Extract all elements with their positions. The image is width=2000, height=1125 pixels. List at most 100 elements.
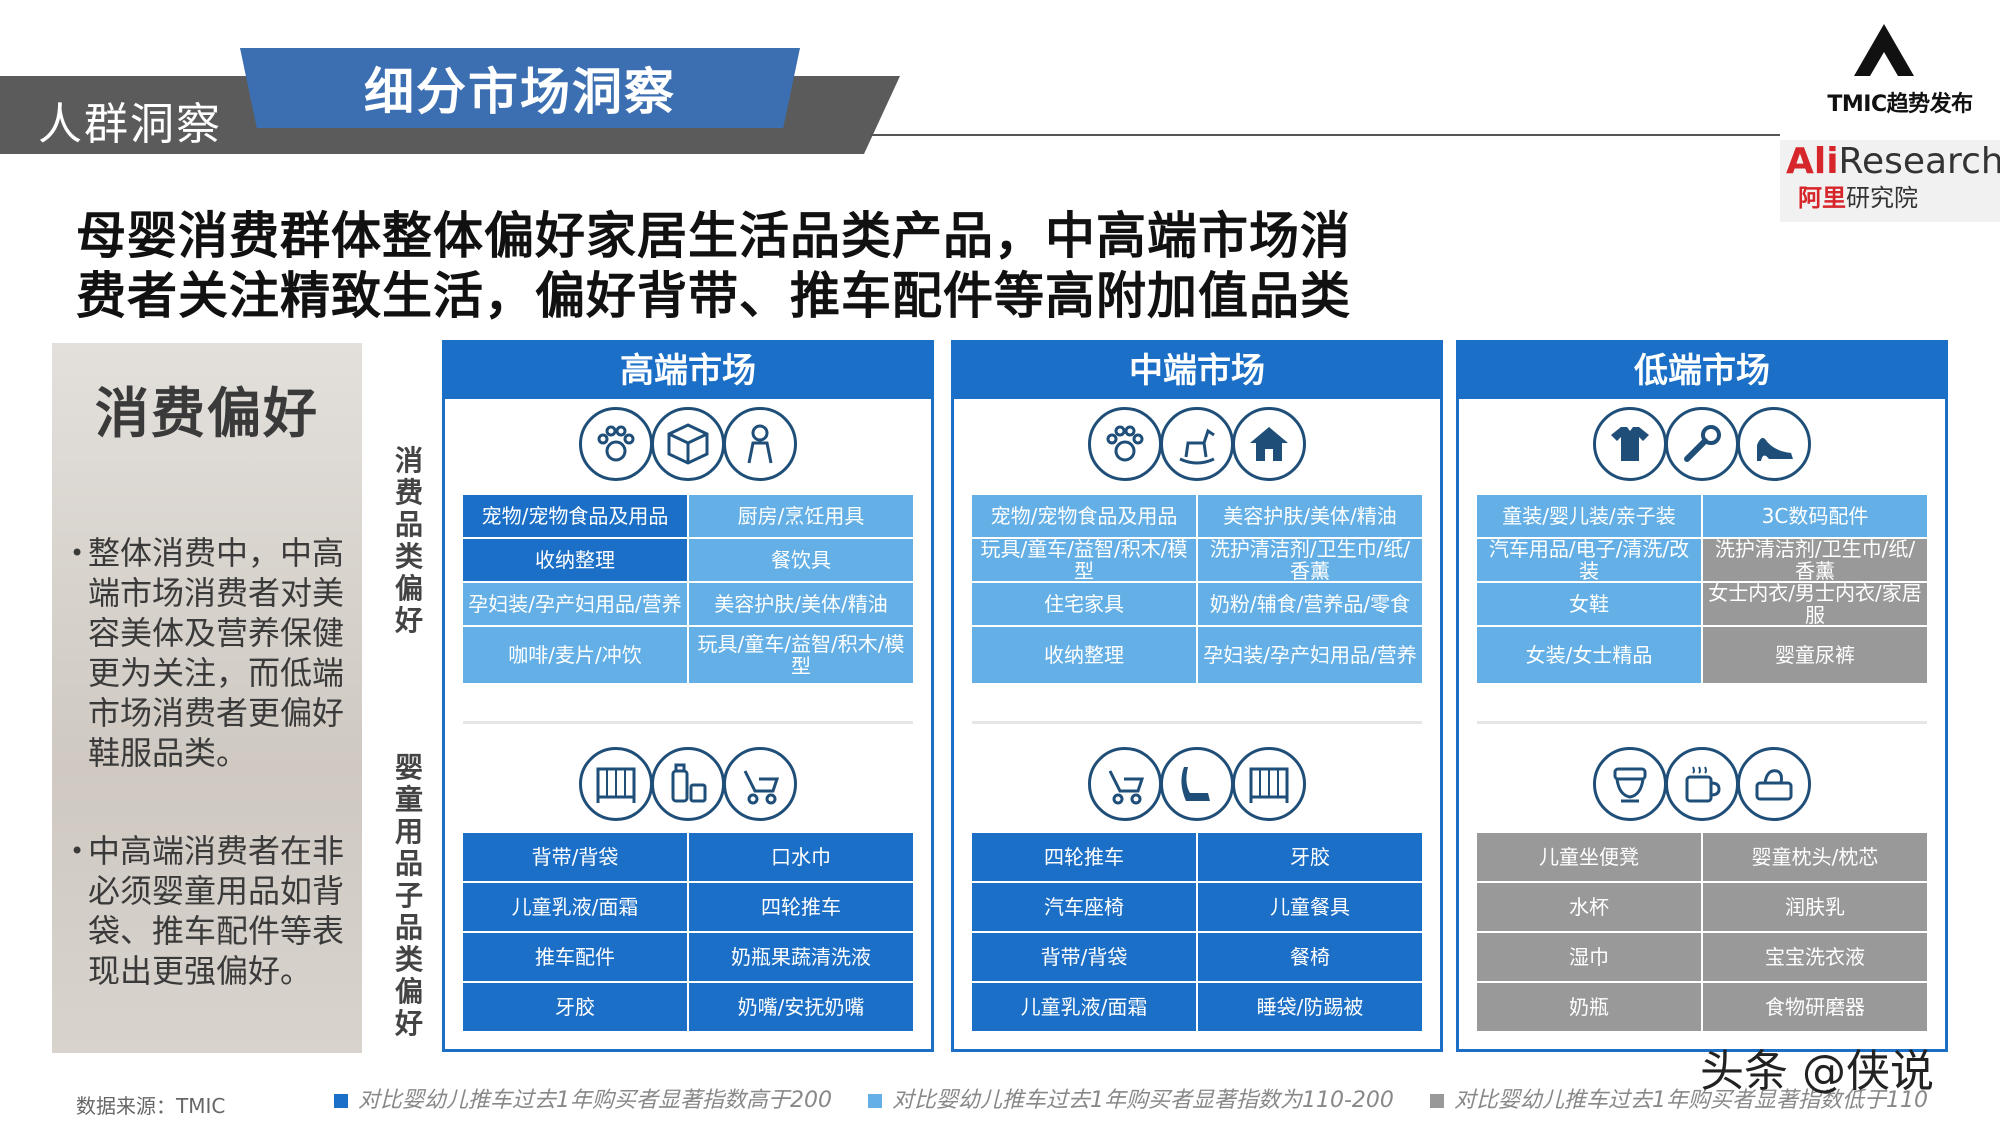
stroller-icon — [723, 747, 797, 821]
section-divider — [463, 721, 913, 724]
baby-product-icon-row — [1459, 747, 1945, 829]
category-cell: 洗护清洁剂/卫生巾/纸/香薰 — [1198, 538, 1422, 582]
category-icon-row — [954, 407, 1440, 489]
category-grid: 宠物/宠物食品及用品美容护肤/美体/精油玩具/童车/益智/积木/模型洗护清洁剂/… — [972, 495, 1422, 683]
market-panel: 中端市场宠物/宠物食品及用品美容护肤/美体/精油玩具/童车/益智/积木/模型洗护… — [951, 340, 1443, 1052]
baby-product-grid: 背带/背袋口水巾儿童乳液/面霜四轮推车推车配件奶瓶果蔬清洗液牙胶奶嘴/安抚奶嘴 — [463, 833, 913, 1031]
bullet-1: 整体消费中，中高端市场消费者对美容美体及营养保健更为关注，而低端市场消费者更偏好… — [70, 533, 350, 773]
category-cell: 厨房/烹饪用具 — [689, 495, 913, 537]
watermark: 头条 @侠说 — [1700, 1046, 1934, 1097]
category-cell: 童装/婴儿装/亲子装 — [1477, 495, 1701, 537]
baby-product-grid: 四轮推车牙胶汽车座椅儿童餐具背带/背袋餐椅儿童乳液/面霜睡袋/防踢被 — [972, 833, 1422, 1031]
crib-icon — [579, 747, 653, 821]
category-cell: 玩具/童车/益智/积木/模型 — [972, 538, 1196, 582]
consumer-category-label: 消费品类偏好 — [394, 444, 423, 637]
baby-product-cell: 儿童坐便凳 — [1477, 833, 1701, 881]
baby-product-cell: 儿童乳液/面霜 — [972, 983, 1196, 1031]
baby-product-cell: 背带/背袋 — [972, 933, 1196, 981]
category-cell: 汽车用品/电子/清洗/改装 — [1477, 538, 1701, 582]
category-cell: 女士内衣/男士内衣/家居服 — [1703, 582, 1927, 626]
category-cell: 餐饮具 — [689, 539, 913, 581]
paw-icon — [579, 407, 653, 481]
baby-product-cell: 湿巾 — [1477, 933, 1701, 981]
tmic-logo-text: TMIC趋势发布 — [1827, 92, 1973, 117]
box-icon — [651, 407, 725, 481]
baby-product-cell: 牙胶 — [1198, 833, 1422, 881]
legend-item-high: 对比婴幼儿推车过去1年购买者显著指数高于200 — [334, 1082, 832, 1114]
baby-product-cell: 润肤乳 — [1703, 883, 1927, 931]
section-divider — [1477, 721, 1927, 724]
baby-product-cell: 儿童餐具 — [1198, 883, 1422, 931]
baby-product-cell: 四轮推车 — [689, 883, 913, 931]
section-label: 人群洞察 — [38, 99, 222, 150]
category-cell: 收纳整理 — [463, 539, 687, 581]
baby-product-cell: 四轮推车 — [972, 833, 1196, 881]
legend-swatch — [334, 1094, 348, 1108]
legend-swatch — [868, 1094, 882, 1108]
legend-swatch — [1430, 1094, 1444, 1108]
crib-icon — [1232, 747, 1306, 821]
category-cell: 洗护清洁剂/卫生巾/纸/香薰 — [1703, 538, 1927, 582]
aliresearch-logo-text: AliResearch — [1786, 141, 2000, 182]
car-seat-icon — [1160, 747, 1234, 821]
category-cell: 宠物/宠物食品及用品 — [463, 495, 687, 537]
paw-icon — [1088, 407, 1162, 481]
category-cell: 美容护肤/美体/精油 — [689, 583, 913, 625]
category-cell: 玩具/童车/益智/积木/模型 — [689, 627, 913, 683]
consumer-preference-panel: 消费偏好 整体消费中，中高端市场消费者对美容美体及营养保健更为关注，而低端市场消… — [52, 343, 362, 1053]
category-cell: 婴童尿裤 — [1703, 627, 1927, 683]
page-title: 细分市场洞察 — [364, 63, 676, 121]
wipes-icon — [1737, 747, 1811, 821]
category-icon-row — [1459, 407, 1945, 489]
potty-icon — [1593, 747, 1667, 821]
baby-product-cell: 奶瓶果蔬清洗液 — [689, 933, 913, 981]
baby-product-cell: 奶瓶 — [1477, 983, 1701, 1031]
category-cell: 奶粉/辅食/营养品/零食 — [1198, 583, 1422, 625]
rocking-horse-icon — [1160, 407, 1234, 481]
market-title: 高端市场 — [445, 343, 931, 399]
baby-product-cell: 牙胶 — [463, 983, 687, 1031]
high-heel-icon — [1737, 407, 1811, 481]
category-cell: 3C数码配件 — [1703, 495, 1927, 537]
market-title: 中端市场 — [954, 343, 1440, 399]
baby-product-icon-row — [954, 747, 1440, 829]
section-divider — [972, 721, 1422, 724]
legend-item-mid: 对比婴幼儿推车过去1年购买者显著指数为110-200 — [868, 1082, 1394, 1114]
bullet-2: 中高端消费者在非必须婴童用品如背袋、推车配件等表现出更强偏好。 — [70, 831, 350, 991]
category-cell: 住宅家具 — [972, 583, 1196, 625]
header-title-band — [240, 48, 800, 128]
category-cell: 孕妇装/孕产妇用品/营养 — [463, 583, 687, 625]
cup-icon — [1665, 747, 1739, 821]
baby-product-cell: 水杯 — [1477, 883, 1701, 931]
category-cell: 女装/女士精品 — [1477, 627, 1701, 683]
aliresearch-logo — [1780, 140, 2000, 222]
baby-product-cell: 餐椅 — [1198, 933, 1422, 981]
category-cell: 收纳整理 — [972, 627, 1196, 683]
header-divider — [870, 134, 1780, 136]
baby-product-cell: 口水巾 — [689, 833, 913, 881]
baby-product-cell: 宝宝洗衣液 — [1703, 933, 1927, 981]
baby-product-cell: 奶嘴/安抚奶嘴 — [689, 983, 913, 1031]
tmic-logo-icon — [1854, 24, 1914, 76]
baby-product-cell: 睡袋/防踢被 — [1198, 983, 1422, 1031]
person-icon — [723, 407, 797, 481]
baby-product-cell: 背带/背袋 — [463, 833, 687, 881]
category-cell: 美容护肤/美体/精油 — [1198, 495, 1422, 537]
baby-product-cell: 儿童乳液/面霜 — [463, 883, 687, 931]
baby-product-cell: 婴童枕头/枕芯 — [1703, 833, 1927, 881]
market-panel: 高端市场宠物/宠物食品及用品厨房/烹饪用具收纳整理餐饮具孕妇装/孕产妇用品/营养… — [442, 340, 934, 1052]
baby-product-grid: 儿童坐便凳婴童枕头/枕芯水杯润肤乳湿巾宝宝洗衣液奶瓶食物研磨器 — [1477, 833, 1927, 1031]
category-cell: 女鞋 — [1477, 583, 1701, 625]
aliresearch-logo-subtext: 阿里研究院 — [1798, 184, 1918, 212]
headline-line-2: 费者关注精致生活，偏好背带、推车配件等高附加值品类 — [76, 267, 1351, 325]
panel-title: 消费偏好 — [95, 382, 319, 445]
baby-product-cell: 推车配件 — [463, 933, 687, 981]
baby-subcategory-label: 婴童用品子品类偏好 — [394, 751, 423, 1040]
category-cell: 宠物/宠物食品及用品 — [972, 495, 1196, 537]
tshirt-icon — [1593, 407, 1667, 481]
bottle-icon — [651, 747, 725, 821]
house-icon — [1232, 407, 1306, 481]
category-grid: 宠物/宠物食品及用品厨房/烹饪用具收纳整理餐饮具孕妇装/孕产妇用品/营养美容护肤… — [463, 495, 913, 683]
